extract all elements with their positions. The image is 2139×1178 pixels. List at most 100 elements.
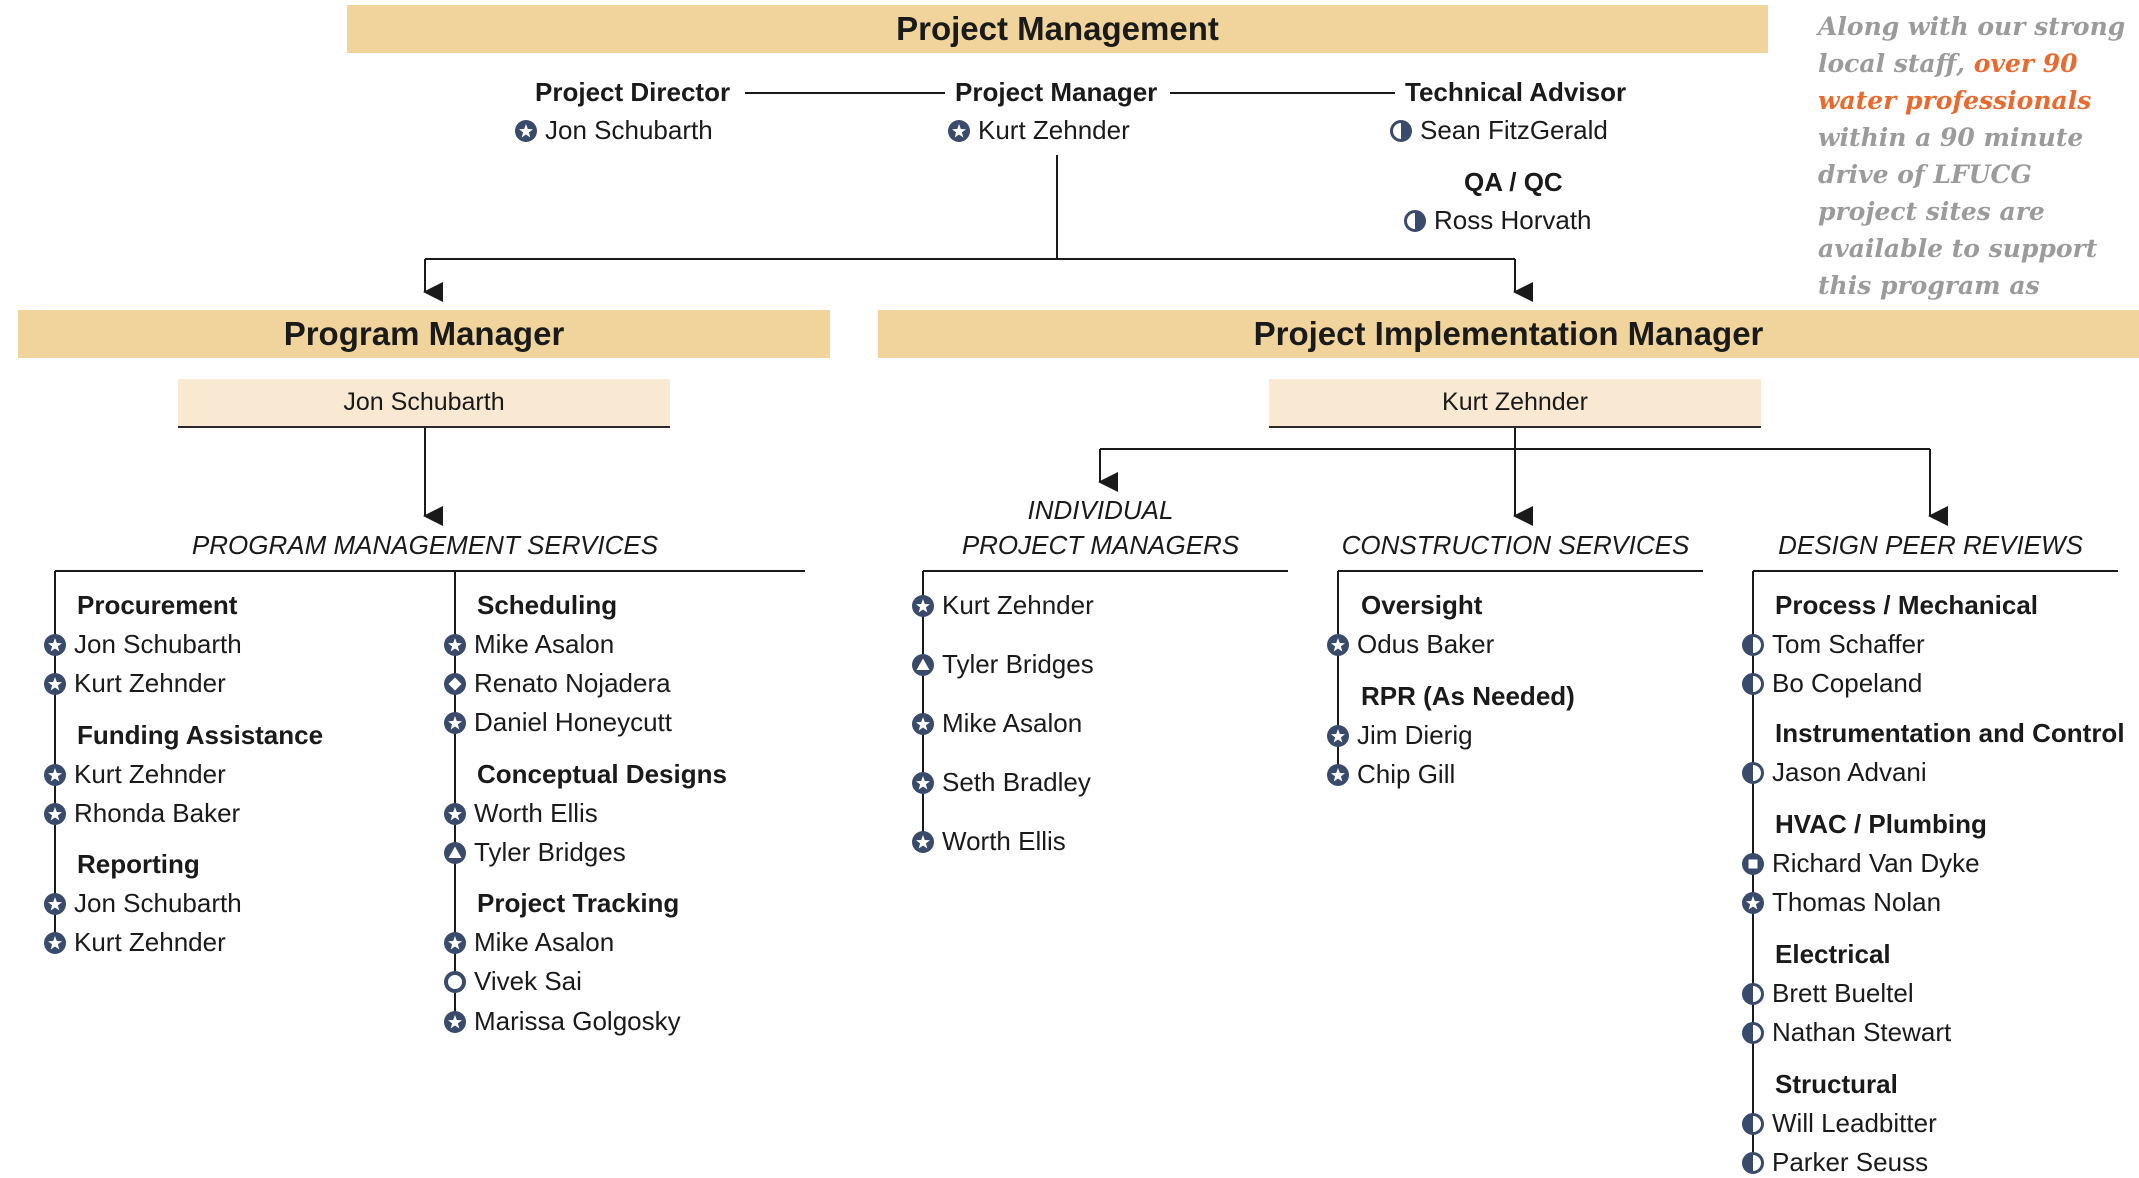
list-item: Nathan Stewart	[1742, 1017, 1951, 1048]
half-circle-icon	[1742, 633, 1764, 656]
qaqc-name: Ross Horvath	[1404, 205, 1592, 236]
list-item: Renato Nojadera	[444, 668, 671, 699]
triangle-icon	[444, 841, 466, 864]
group-title: Scheduling	[477, 590, 618, 620]
list-item: Will Leadbitter	[1742, 1108, 1937, 1139]
implementation-manager-header: Project Implementation Manager	[878, 310, 2139, 358]
half-circle-icon	[1742, 1021, 1764, 1044]
project-manager-name: Kurt Zehnder	[948, 115, 1130, 146]
half-circle-icon	[1742, 1112, 1764, 1135]
individual-pm-label-2: PROJECT MANAGERS	[961, 530, 1240, 560]
star-icon	[44, 931, 66, 954]
qaqc-role: QA / QC	[1464, 167, 1563, 197]
group-title: Process / Mechanical	[1775, 590, 2039, 620]
star-icon	[912, 830, 934, 853]
list-item: Jim Dierig	[1327, 720, 1473, 751]
note-highlight: over 90 water professionals	[1818, 49, 2092, 115]
technical-advisor-role: Technical Advisor	[1405, 77, 1627, 107]
project-director-role: Project Director	[535, 77, 731, 107]
list-item: Tyler Bridges	[912, 649, 1094, 680]
implementation-manager-lead: Kurt Zehnder	[1269, 379, 1761, 428]
star-icon	[44, 672, 66, 695]
star-icon	[1742, 891, 1764, 914]
group-title: Funding Assistance	[77, 720, 324, 750]
star-icon	[1327, 763, 1349, 786]
star-icon	[444, 633, 466, 656]
half-circle-icon	[1742, 761, 1764, 784]
star-icon	[912, 712, 934, 735]
half-circle-icon	[1742, 672, 1764, 695]
list-item: Jon Schubarth	[44, 629, 242, 660]
list-item: Mike Asalon	[444, 629, 614, 660]
list-item: Worth Ellis	[444, 798, 598, 829]
triangle-icon	[912, 653, 934, 676]
group-title: HVAC / Plumbing	[1775, 809, 1987, 839]
list-item: Worth Ellis	[912, 826, 1066, 857]
program-services-label: PROGRAM MANAGEMENT SERVICES	[191, 530, 659, 560]
project-director-name: Jon Schubarth	[515, 115, 713, 146]
half-circle-icon	[1404, 209, 1426, 232]
list-item: Parker Seuss	[1742, 1147, 1928, 1178]
local-staff-note: Along with our strong local staff, over …	[1818, 12, 2126, 337]
list-item: Mike Asalon	[444, 927, 614, 958]
star-icon	[912, 594, 934, 617]
star-icon	[44, 802, 66, 825]
star-icon	[444, 711, 466, 734]
group-title: Reporting	[77, 849, 200, 879]
project-manager-role: Project Manager	[955, 77, 1158, 107]
construction-services-label: CONSTRUCTION SERVICES	[1341, 530, 1690, 560]
group-title: Electrical	[1775, 939, 1891, 969]
project-management-header: Project Management	[347, 5, 1768, 53]
star-icon	[515, 119, 537, 142]
program-manager-header: Program Manager	[18, 310, 830, 358]
individual-pm-label-1: INDIVIDUAL	[1027, 495, 1174, 525]
list-item: Odus Baker	[1327, 629, 1494, 660]
group-title: Conceptual Designs	[477, 759, 727, 789]
half-circle-icon	[1742, 982, 1764, 1005]
star-icon	[44, 633, 66, 656]
ring-icon	[444, 970, 466, 993]
list-item: Chip Gill	[1327, 759, 1455, 790]
star-icon	[444, 1010, 466, 1033]
list-item: Brett Bueltel	[1742, 978, 1914, 1009]
star-icon	[912, 771, 934, 794]
star-icon	[44, 892, 66, 915]
list-item: Jason Advani	[1742, 757, 1927, 788]
list-item: Kurt Zehnder	[44, 927, 226, 958]
group-title: Procurement	[77, 590, 238, 620]
group-title: Instrumentation and Control	[1775, 718, 2125, 748]
half-circle-icon	[1390, 119, 1412, 142]
technical-advisor-name: Sean FitzGerald	[1390, 115, 1608, 146]
list-item: Tyler Bridges	[444, 837, 626, 868]
list-item: Tom Schaffer	[1742, 629, 1925, 660]
list-item: Vivek Sai	[444, 966, 582, 997]
group-title: Project Tracking	[477, 888, 680, 918]
list-item: Mike Asalon	[912, 708, 1082, 739]
list-item: Thomas Nolan	[1742, 887, 1941, 918]
star-icon	[948, 119, 970, 142]
half-circle-icon	[1742, 1151, 1764, 1174]
program-manager-lead: Jon Schubarth	[178, 379, 670, 428]
square-icon	[1742, 852, 1764, 875]
list-item: Marissa Golgosky	[444, 1006, 681, 1037]
list-item: Seth Bradley	[912, 767, 1091, 798]
design-peer-reviews-label: DESIGN PEER REVIEWS	[1778, 530, 2083, 560]
list-item: Kurt Zehnder	[44, 668, 226, 699]
list-item: Kurt Zehnder	[912, 590, 1094, 621]
list-item: Jon Schubarth	[44, 888, 242, 919]
list-item: Rhonda Baker	[44, 798, 240, 829]
group-title: Oversight	[1361, 590, 1483, 620]
star-icon	[444, 802, 466, 825]
group-title: RPR (As Needed)	[1361, 681, 1575, 711]
list-item: Bo Copeland	[1742, 668, 1922, 699]
star-icon	[1327, 633, 1349, 656]
group-title: Structural	[1775, 1069, 1898, 1099]
star-icon	[444, 931, 466, 954]
diamond-icon	[444, 672, 466, 695]
star-icon	[1327, 724, 1349, 747]
list-item: Kurt Zehnder	[44, 759, 226, 790]
list-item: Daniel Honeycutt	[444, 707, 672, 738]
star-icon	[44, 763, 66, 786]
list-item: Richard Van Dyke	[1742, 848, 1980, 879]
